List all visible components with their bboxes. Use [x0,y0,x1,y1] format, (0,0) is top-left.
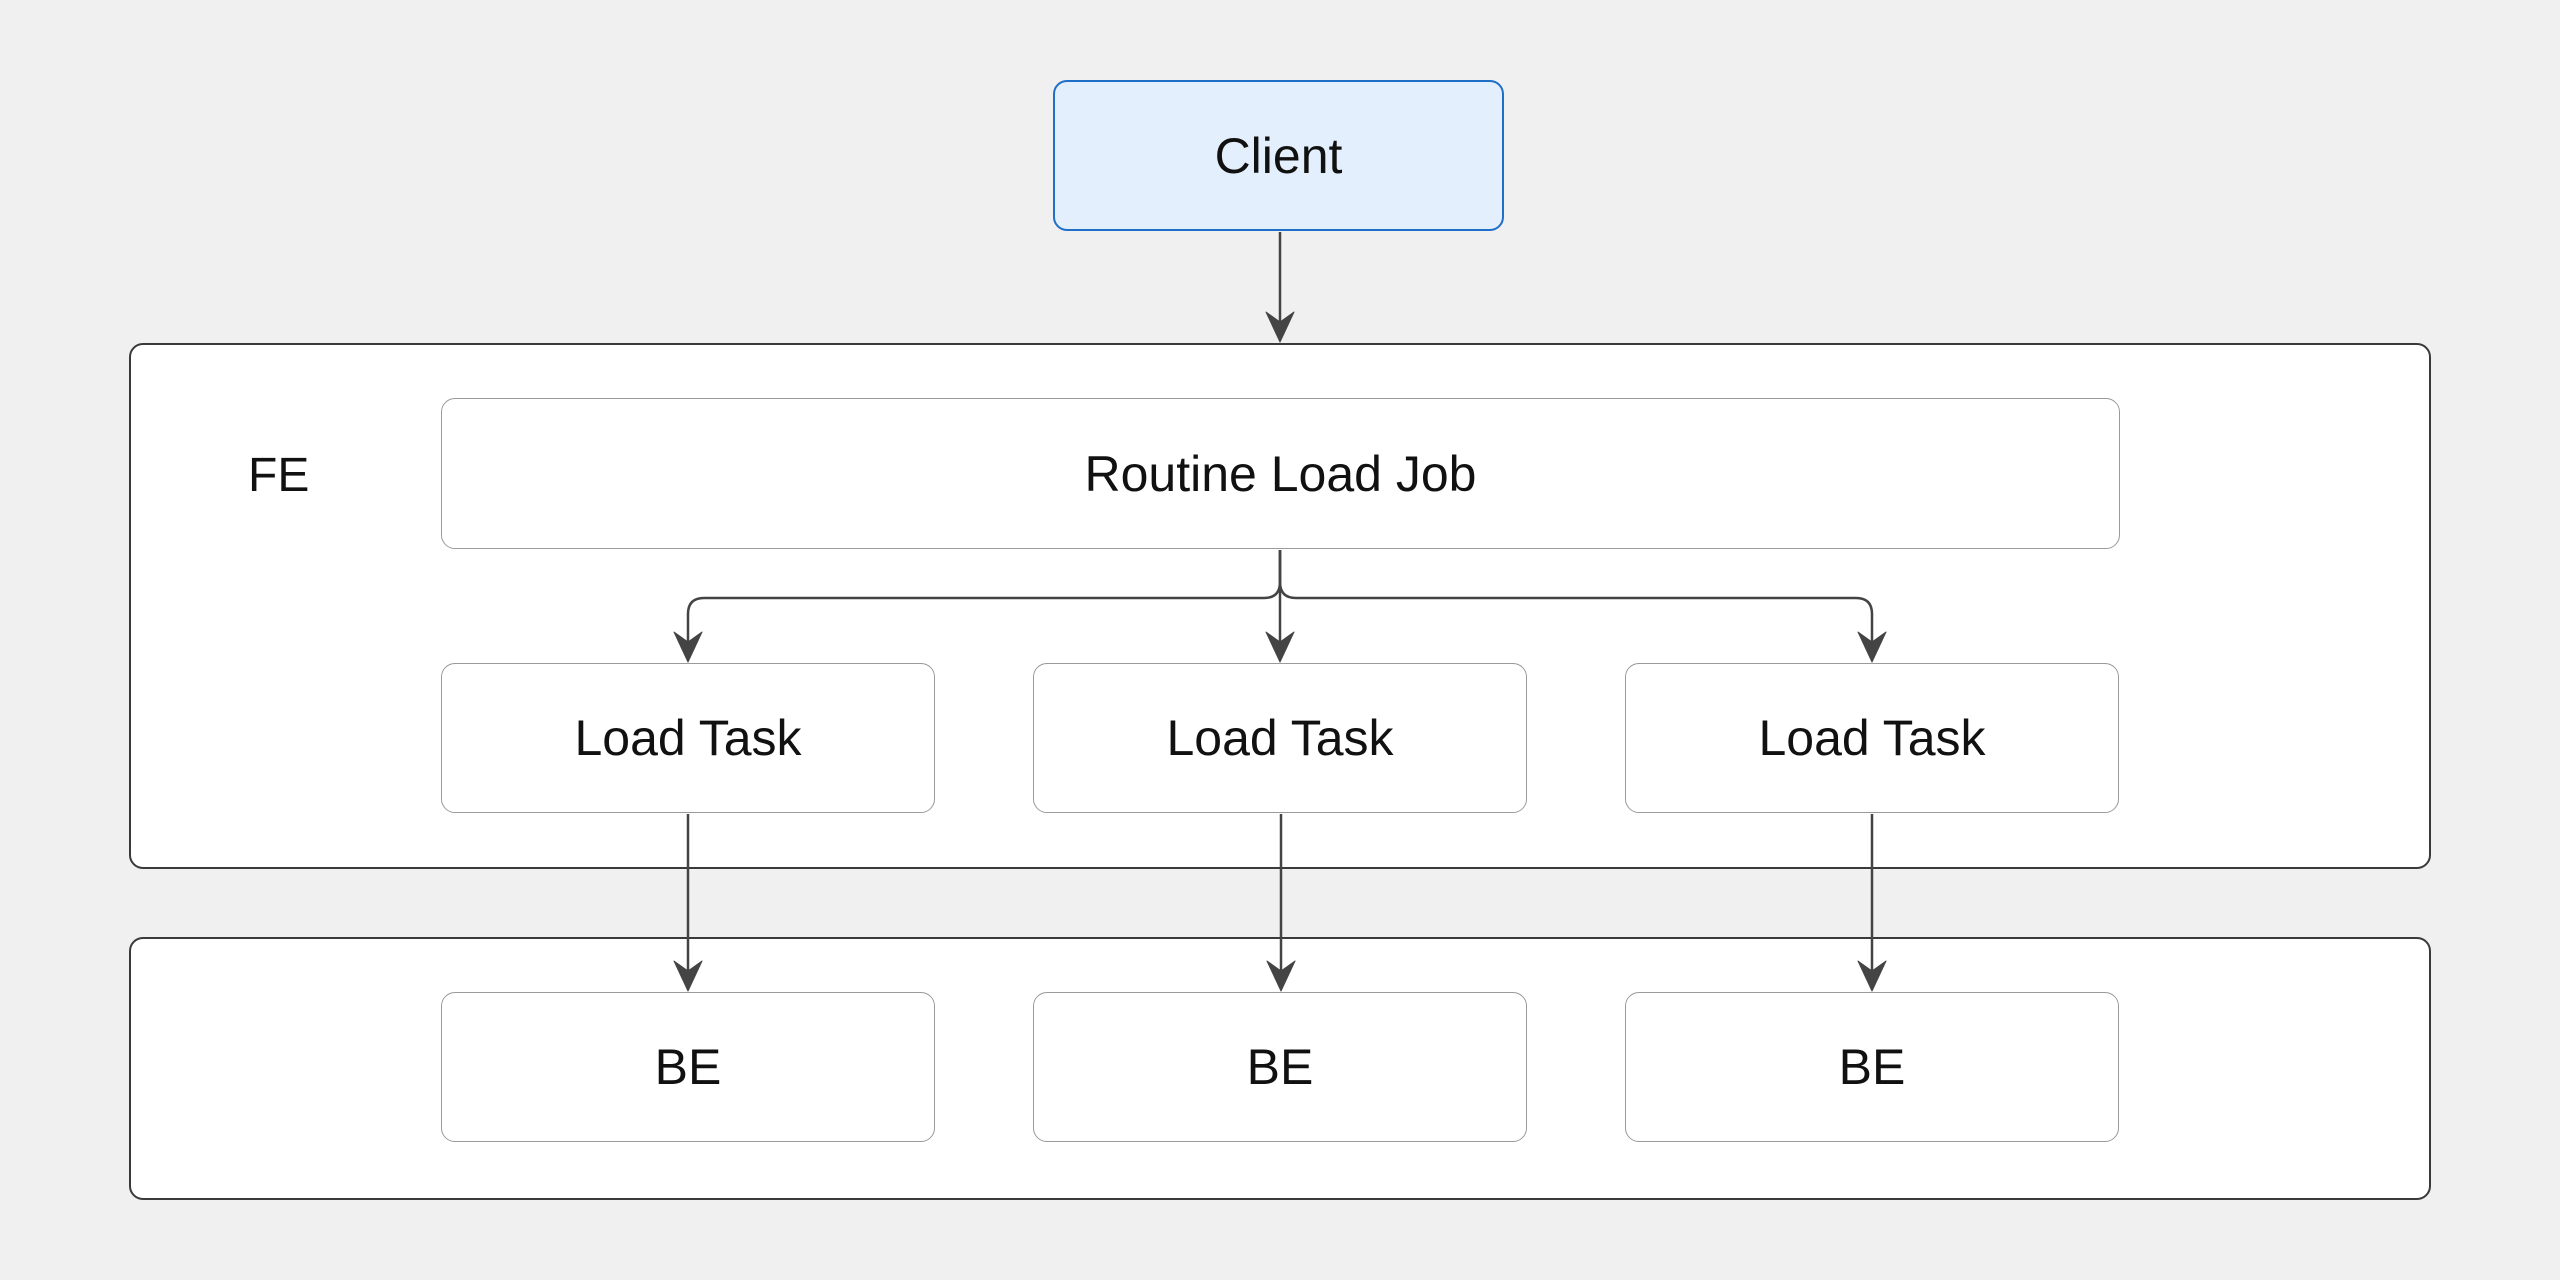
load-task-node-3: Load Task [1625,663,2119,813]
load-task-label-2: Load Task [1166,710,1394,766]
load-task-node-2: Load Task [1033,663,1527,813]
client-label: Client [1214,127,1343,184]
routine-load-job-node: Routine Load Job [441,398,2120,549]
load-task-node-1: Load Task [441,663,935,813]
arrowhead-client-to-fe [1265,311,1295,343]
be-node-3: BE [1625,992,2119,1142]
be-node-1: BE [441,992,935,1142]
be-label-1: BE [654,1039,722,1095]
client-node: Client [1053,80,1504,231]
be-label-2: BE [1246,1039,1314,1095]
be-label-3: BE [1838,1039,1906,1095]
load-task-label-1: Load Task [574,710,802,766]
load-task-label-3: Load Task [1758,710,1986,766]
routine-load-job-label: Routine Load Job [1084,445,1477,502]
fe-label: FE [248,449,310,502]
be-node-2: BE [1033,992,1527,1142]
